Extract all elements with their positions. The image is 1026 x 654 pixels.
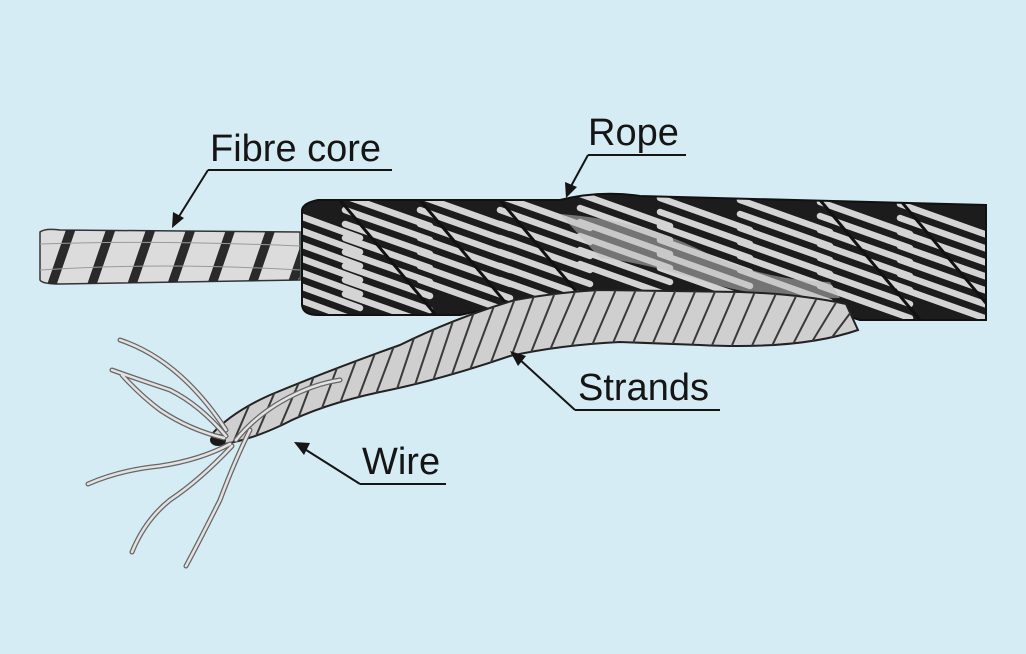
rope-arrowhead bbox=[565, 182, 577, 198]
wire-callout: Wire bbox=[294, 441, 446, 485]
wire-leader bbox=[302, 447, 361, 485]
rope-callout: Rope bbox=[565, 112, 686, 198]
fibre-core-arrowhead bbox=[172, 212, 184, 228]
fibre-core-leader bbox=[177, 169, 209, 219]
strands-label: Strands bbox=[578, 367, 709, 409]
rope-illustration bbox=[301, 192, 987, 321]
rope-label: Rope bbox=[588, 112, 679, 154]
loose-wires-illustration bbox=[85, 337, 343, 569]
strand-illustration bbox=[210, 288, 860, 446]
fibre-core-callout: Fibre core bbox=[172, 128, 392, 228]
fibre-core-illustration bbox=[39, 228, 301, 285]
rope-leader bbox=[569, 154, 589, 189]
fibre-core-label: Fibre core bbox=[210, 128, 381, 170]
strands-callout: Strands bbox=[510, 351, 720, 411]
strands-leader bbox=[517, 357, 576, 411]
strands-arrowhead bbox=[510, 351, 526, 366]
wire-label: Wire bbox=[362, 441, 440, 483]
wire-arrowhead bbox=[294, 442, 310, 455]
